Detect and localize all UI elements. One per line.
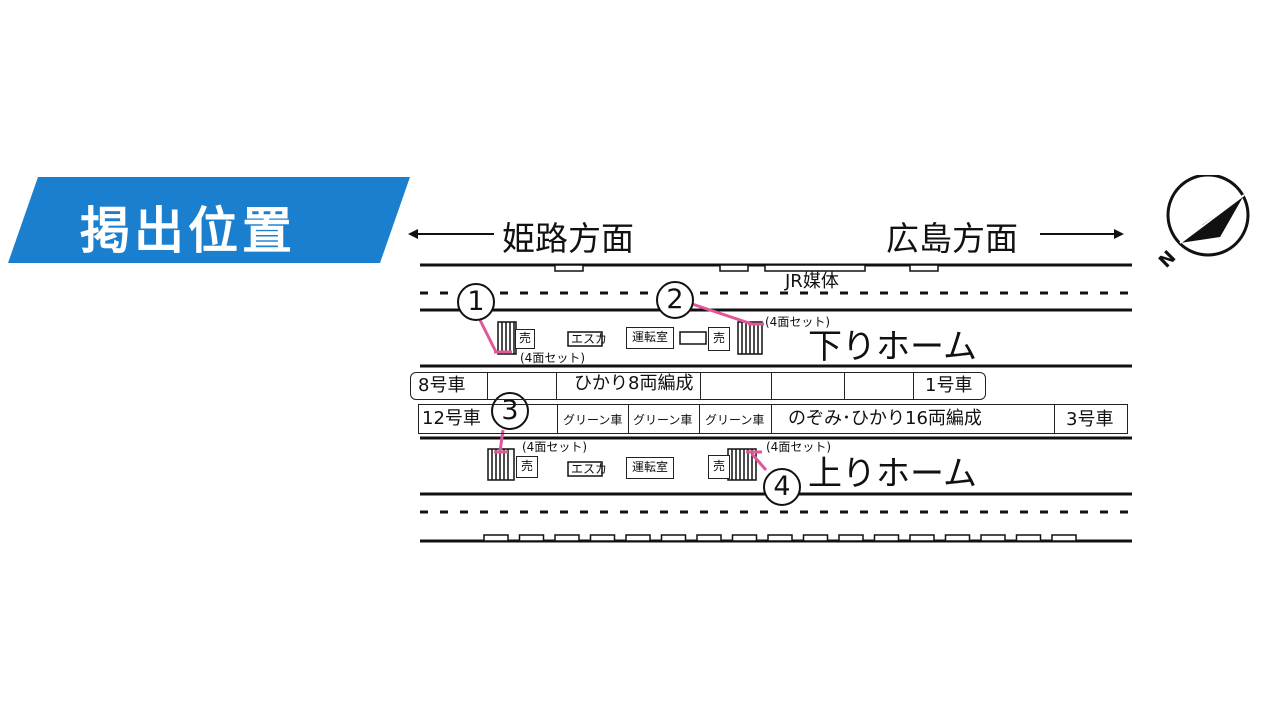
marker-1: 1 [457, 283, 495, 321]
train-16-start-car: 12号車 [422, 408, 481, 429]
wall-tab [767, 534, 793, 542]
left-arrow-icon [408, 229, 418, 239]
direction-hiroshima: 広島方面 [886, 219, 1018, 258]
train-16-end-car: 3号車 [1066, 409, 1114, 430]
right-arrow-line [1040, 233, 1116, 235]
wall-tab [909, 534, 935, 542]
green-car-2: グリーン車 [633, 413, 693, 427]
train-16-car-divider [1054, 404, 1128, 434]
train-8-formation: ひかり8両編成 [574, 373, 694, 394]
set-label-2: (4面セット) [765, 315, 830, 329]
banner-title: 掲出位置 [80, 202, 296, 260]
kiosk-down-right: 売 [708, 327, 730, 351]
title-banner: 掲出位置 [8, 177, 410, 263]
train-16-car-divider [488, 404, 558, 434]
banner-shape [8, 177, 410, 263]
wall-tab [589, 534, 616, 542]
kiosk-down-left: 売 [515, 329, 535, 349]
wall-tab [838, 534, 864, 542]
train-16-car-divider [771, 404, 914, 434]
train-16-car-outline [418, 404, 1128, 434]
set-label-4: (4面セット) [766, 440, 831, 454]
train-8-car-divider [844, 372, 914, 400]
marker-4: 4 [763, 468, 801, 506]
wall-tab [731, 534, 758, 542]
marker-2: 2 [656, 281, 694, 319]
wall-tab [554, 534, 580, 542]
compass-icon: N [1155, 175, 1250, 272]
wall-tab [696, 534, 722, 542]
wall-tab [625, 534, 651, 542]
train-16-car-divider [628, 404, 700, 434]
set-label-1: (4面セット) [520, 351, 585, 365]
right-arrow-icon [1114, 229, 1124, 239]
wall-tab [980, 534, 1006, 542]
wall-tab [518, 534, 545, 542]
train-8-start-car: 8号車 [418, 375, 466, 396]
left-arrow-line [414, 233, 494, 235]
jr-media-label: JR媒体 [785, 271, 839, 292]
direction-himeji: 姫路方面 [502, 219, 634, 258]
wall-tab [802, 534, 829, 542]
wall-tab [1051, 534, 1077, 542]
wall-tab [944, 534, 971, 542]
escalator-down: エスカ [571, 332, 608, 346]
down-platform-label: 下りホーム [808, 327, 977, 367]
wall-tab [483, 534, 509, 542]
crew-room-up: 運転室 [626, 457, 674, 479]
train-16-formation: のぞみ･ひかり16両編成 [788, 408, 982, 429]
green-car-1: グリーン車 [563, 413, 623, 427]
green-car-3: グリーン車 [705, 413, 765, 427]
escalator-up: エスカ [571, 462, 608, 476]
kiosk-up-left: 売 [516, 456, 538, 478]
up-platform-label: 上りホーム [808, 454, 977, 494]
train-8-car-divider [487, 372, 557, 400]
train-8-end-car: 1号車 [925, 375, 973, 396]
kiosk-up-right: 売 [708, 455, 730, 479]
train-8-car-divider [700, 372, 772, 400]
marker-3: 3 [491, 392, 529, 430]
wall-tab [660, 534, 687, 542]
crew-room-down: 運転室 [626, 327, 674, 349]
train-8-car-outline [410, 372, 986, 400]
wall-tab [873, 534, 900, 542]
wall-tab [1015, 534, 1042, 542]
set-label-3: (4面セット) [522, 440, 587, 454]
